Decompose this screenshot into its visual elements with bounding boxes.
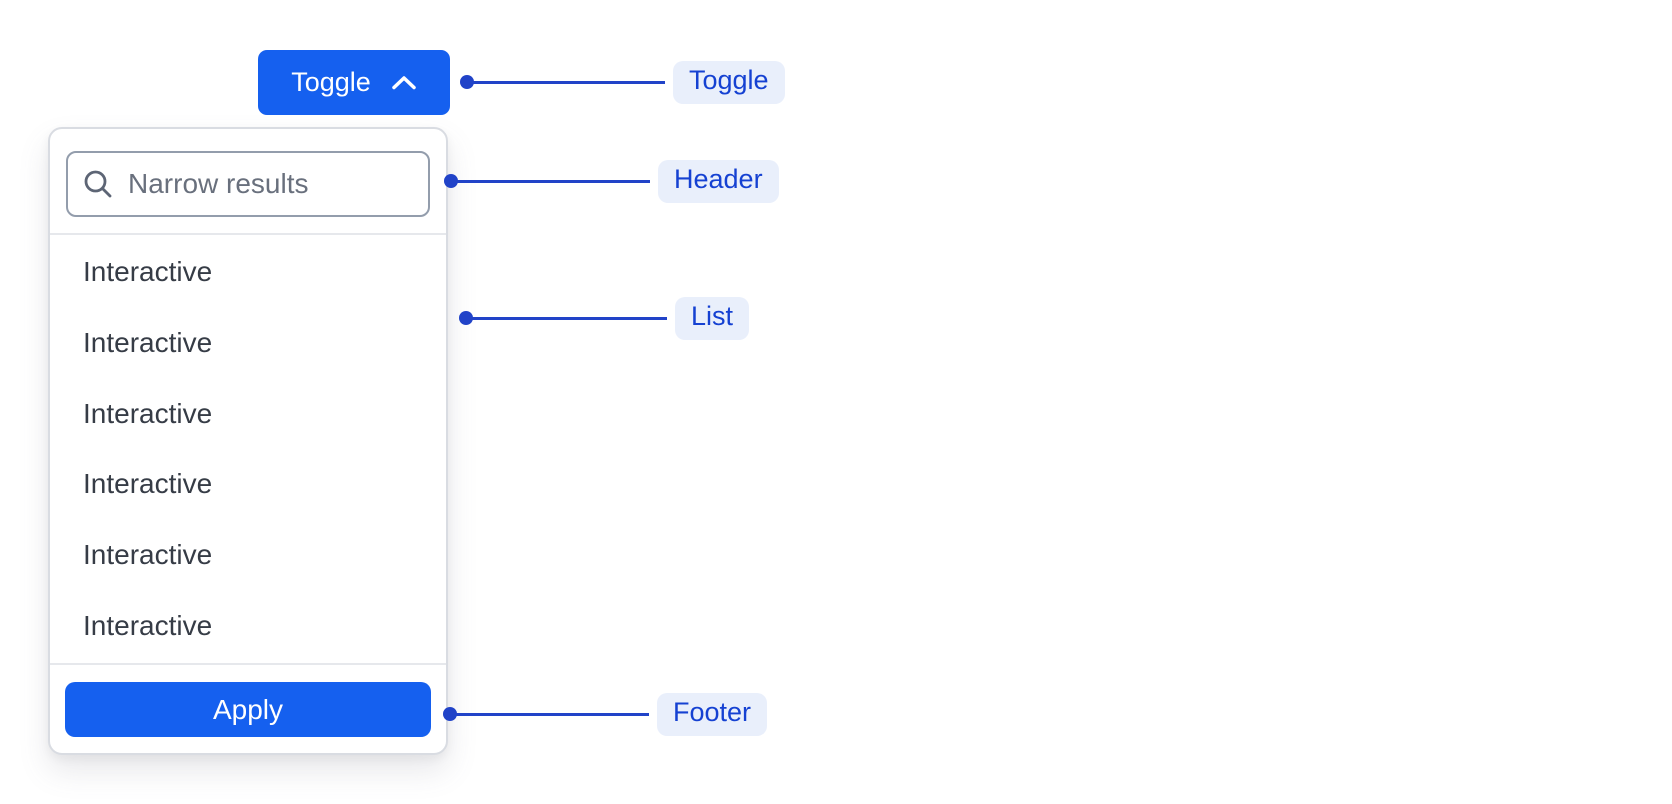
search-input[interactable]	[128, 168, 414, 200]
dropdown-header	[50, 129, 446, 233]
search-box[interactable]	[66, 151, 430, 217]
annotation-list: List	[459, 296, 750, 340]
toggle-button[interactable]: Toggle	[258, 50, 450, 115]
list-item[interactable]: Interactive	[83, 256, 213, 288]
annotation-leader-line	[451, 179, 650, 183]
dropdown-footer: Apply	[50, 665, 446, 753]
list-item[interactable]: Interactive	[83, 327, 213, 358]
chevron-up-icon	[391, 74, 417, 91]
annotation-leader-line	[467, 80, 665, 84]
annotation-header: Header	[444, 159, 779, 203]
list-item[interactable]: Interactive	[83, 609, 213, 641]
list-item[interactable]: Interactive	[83, 397, 213, 429]
annotation-label-toggle: Toggle	[673, 60, 785, 104]
search-icon	[82, 168, 128, 200]
toggle-button-label: Toggle	[291, 67, 371, 97]
annotation-leader-line	[466, 316, 667, 320]
annotation-leader-line	[450, 712, 649, 716]
footer-divider	[50, 663, 446, 665]
annotation-label-footer: Footer	[657, 692, 768, 736]
annotation-footer: Footer	[443, 692, 768, 736]
apply-button[interactable]: Apply	[65, 682, 431, 737]
dropdown-list: Interactive Interactive Interactive Inte…	[50, 235, 446, 663]
header-divider	[50, 233, 446, 235]
list-item[interactable]: Interactive	[83, 539, 213, 571]
annotation-label-list: List	[675, 296, 750, 340]
dropdown-panel: Interactive Interactive Interactive Inte…	[48, 127, 448, 755]
list-item[interactable]: Interactive	[83, 468, 213, 500]
annotation-label-header: Header	[658, 159, 779, 203]
annotation-toggle: Toggle	[460, 60, 785, 104]
